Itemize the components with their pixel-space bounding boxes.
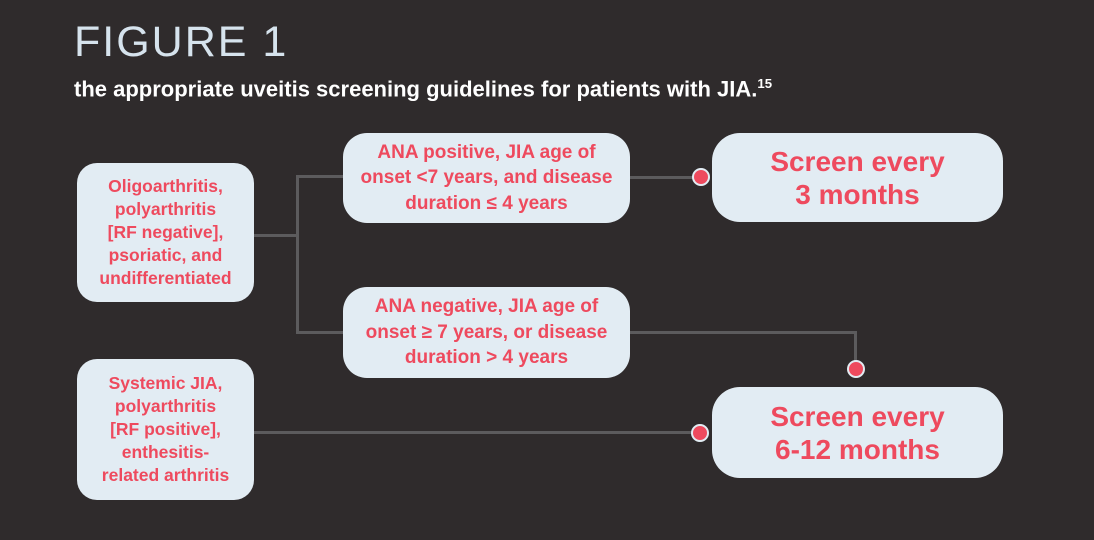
endpoint-dot-screen-3 xyxy=(692,168,710,186)
figure-caption-reference: 15 xyxy=(757,76,773,91)
connector-ana-positive-to-screen-3 xyxy=(628,176,698,179)
connector-ana-negative-horizontal xyxy=(628,331,857,334)
node-systemic-group-text: Systemic JIA, polyarthritis [RF positive… xyxy=(101,373,230,485)
connector-trunk-to-ana-positive xyxy=(296,175,344,178)
endpoint-dot-screen-6-12 xyxy=(691,424,709,442)
node-screen-3-months: Screen every 3 months xyxy=(712,133,1003,222)
connector-trunk-vertical xyxy=(296,175,299,334)
figure-caption: the appropriate uveitis screening guidel… xyxy=(74,76,772,102)
connector-ana-negative-vertical xyxy=(854,331,857,363)
node-oligoarthritis-group: Oligoarthritis, polyarthritis [RF negati… xyxy=(77,163,254,302)
node-screen-6-12-months-text: Screen every 6-12 months xyxy=(770,400,945,465)
connector-oligo-to-trunk xyxy=(252,234,299,237)
node-ana-positive: ANA positive, JIA age of onset <7 years,… xyxy=(343,133,630,223)
node-oligoarthritis-group-text: Oligoarthritis, polyarthritis [RF negati… xyxy=(99,176,232,288)
figure-label: FIGURE 1 xyxy=(74,18,289,66)
node-screen-6-12-months: Screen every 6-12 months xyxy=(712,387,1003,478)
node-ana-negative-text: ANA negative, JIA age of onset ≥ 7 years… xyxy=(365,296,608,369)
figure-caption-text: the appropriate uveitis screening guidel… xyxy=(74,76,758,102)
endpoint-dot-ana-negative xyxy=(847,360,865,378)
connector-trunk-to-ana-negative xyxy=(296,331,344,334)
node-ana-positive-text: ANA positive, JIA age of onset <7 years,… xyxy=(360,141,613,214)
connector-systemic-to-screen-6-12 xyxy=(252,431,692,434)
node-systemic-group: Systemic JIA, polyarthritis [RF positive… xyxy=(77,359,254,500)
node-ana-negative: ANA negative, JIA age of onset ≥ 7 years… xyxy=(343,287,630,378)
node-screen-3-months-text: Screen every 3 months xyxy=(770,145,945,210)
